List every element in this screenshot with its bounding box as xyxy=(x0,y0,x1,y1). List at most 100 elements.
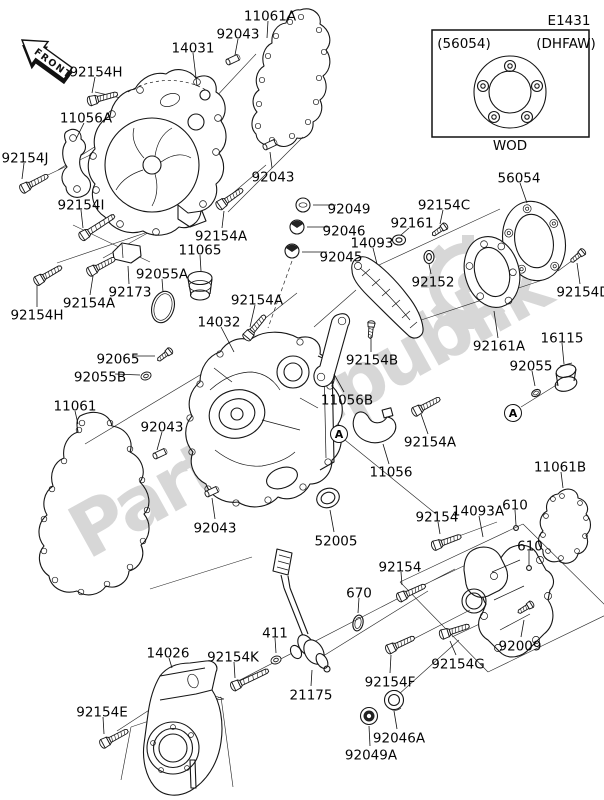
leader-line xyxy=(199,254,202,272)
leader-line xyxy=(74,410,79,425)
oring-92055A-drawing xyxy=(150,290,176,324)
gasket-11061B-drawing xyxy=(537,488,592,564)
part-number-label: 92043 xyxy=(141,420,184,436)
leader-line xyxy=(531,370,536,387)
leader-line xyxy=(168,657,173,669)
bolt-92154K xyxy=(228,665,271,693)
part-number-label: 92154C xyxy=(418,198,470,214)
bracket-11056A-drawing xyxy=(61,128,92,198)
leader-line xyxy=(400,571,403,586)
part-number-label: 92055A xyxy=(136,267,189,283)
part-number-label: 92055 xyxy=(510,359,553,375)
part-number-label: 11065 xyxy=(179,243,222,259)
reference-markers: AA xyxy=(330,404,522,443)
pin-92043-2 xyxy=(261,138,279,151)
part-number-label: 92049 xyxy=(328,202,371,218)
part-number-label: 92065 xyxy=(97,352,140,368)
part-number-label: 92154H xyxy=(10,308,63,324)
leader-line xyxy=(329,509,335,533)
leader-line xyxy=(127,265,130,285)
leader-line xyxy=(91,76,96,94)
part-number-label: 670 xyxy=(346,586,372,602)
bolt-92154-upper xyxy=(429,531,463,552)
leader-line xyxy=(89,275,94,296)
leader-line xyxy=(80,209,84,229)
leader-line xyxy=(221,210,225,229)
part-number-label: 92154K xyxy=(207,650,260,666)
leader-line xyxy=(156,431,163,451)
part-number-label: 92154A xyxy=(63,296,116,312)
part-number-label: 16115 xyxy=(541,331,584,347)
leader-line xyxy=(389,654,392,674)
seal-52005-drawing xyxy=(316,487,340,509)
plug-92046-drawing xyxy=(289,219,305,235)
part-number-label: 92009 xyxy=(499,639,542,655)
cover-14093A-drawing xyxy=(461,525,555,658)
seal-92049A-drawing xyxy=(359,706,379,726)
leader-line xyxy=(576,262,581,285)
oring-670-drawing xyxy=(352,614,364,632)
holder-11056-drawing xyxy=(352,407,397,444)
leader-line xyxy=(420,413,429,435)
arm-11056B-drawing xyxy=(313,313,351,388)
gasket-11061-drawing xyxy=(38,411,151,596)
reference-marker-letter: A xyxy=(509,407,518,420)
leader-line xyxy=(439,209,444,225)
part-number-label: 92043 xyxy=(252,170,295,186)
leader-line xyxy=(192,52,198,87)
leader-line xyxy=(400,227,410,236)
grommet-92152-drawing xyxy=(423,249,435,265)
part-number-label: 14093A xyxy=(452,504,505,520)
part-number-label: 92154I xyxy=(58,198,105,214)
part-number-label: 92154F xyxy=(365,675,416,691)
part-number-label: 92154D xyxy=(556,285,604,301)
leader-line xyxy=(357,597,360,614)
part-number-label: 411 xyxy=(262,626,288,642)
part-number-label: 92161A xyxy=(473,339,526,355)
part-number-label: 92154E xyxy=(76,705,127,721)
sensor-21175-drawing xyxy=(272,548,331,673)
inset-box: (56054) (DHFAW) WOD xyxy=(431,29,596,154)
part-number-label: 92043 xyxy=(194,521,237,537)
part-number-label: 92046A xyxy=(373,731,426,747)
leader-line xyxy=(161,278,164,293)
inset-left-code: (56054) xyxy=(437,36,490,52)
cover-14031-drawing xyxy=(87,69,227,236)
leader-lines xyxy=(21,20,581,747)
bolt-92154A-top xyxy=(213,185,246,212)
oring-92055-drawing xyxy=(531,388,541,398)
part-number-label: 92154A xyxy=(195,229,248,245)
inset-right-code: (DHFAW) xyxy=(536,36,595,52)
leader-line xyxy=(393,710,398,730)
gasket-92161A-drawing xyxy=(463,236,521,308)
part-number-label: 92173 xyxy=(109,285,152,301)
leader-line xyxy=(478,515,484,538)
inset-flange-drawing xyxy=(473,55,547,129)
leader-line xyxy=(368,725,371,747)
part-number-label: 56054 xyxy=(498,171,541,187)
leader-line xyxy=(449,640,457,656)
bolt-92154E xyxy=(97,725,131,750)
leader-line xyxy=(560,471,564,489)
leader-line xyxy=(274,637,277,654)
cap-16115-drawing xyxy=(554,362,578,392)
leader-line xyxy=(266,20,269,39)
screw-92065 xyxy=(155,346,175,364)
part-number-label: 92043 xyxy=(217,27,260,43)
leader-line xyxy=(333,373,345,393)
leader-line xyxy=(220,326,235,353)
front-arrow: FRONT xyxy=(20,39,74,85)
bolt-92154A-left xyxy=(84,253,118,278)
leader-line xyxy=(211,497,216,520)
leader-line xyxy=(75,122,85,140)
part-number-label: 92154G xyxy=(431,657,484,673)
bolt-92154-lower xyxy=(394,580,428,604)
part-number-label: 11056 xyxy=(370,465,413,481)
bolt-92154J xyxy=(17,170,51,195)
part-number-label: 610 xyxy=(517,539,543,555)
part-number-label: 14093 xyxy=(351,236,394,252)
pin-92043-1 xyxy=(224,53,242,66)
leader-line xyxy=(310,669,313,687)
